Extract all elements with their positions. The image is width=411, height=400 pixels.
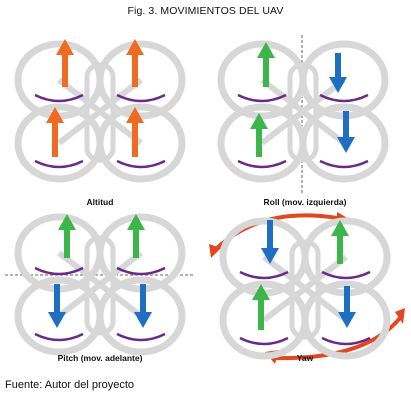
thrust-arrows-down bbox=[261, 220, 356, 328]
panel-caption: Pitch (mov. adelante) bbox=[57, 353, 143, 363]
thrust-arrows-up bbox=[58, 214, 145, 258]
yaw-drone-diagram bbox=[209, 212, 405, 364]
pitch-drone-diagram bbox=[5, 213, 195, 356]
roll-drone-diagram bbox=[217, 35, 389, 193]
pitch-panel: Pitch (mov. adelante) bbox=[5, 208, 195, 380]
thrust-arrows-down bbox=[329, 53, 355, 153]
altitud-panel: Altitud bbox=[5, 25, 195, 207]
thrust-arrows-down bbox=[48, 284, 152, 328]
drone-frame bbox=[14, 40, 186, 183]
altitud-drone-diagram bbox=[14, 39, 186, 183]
panel-caption: Roll (mov. izquierda) bbox=[263, 197, 347, 207]
figure-source: Fuente: Autor del proyecto bbox=[5, 379, 135, 391]
thrust-arrows-up bbox=[250, 42, 275, 157]
panel-caption: Altitud bbox=[86, 197, 114, 207]
roll-panel: Roll (mov. izquierda) bbox=[210, 25, 400, 207]
rotation-arrows bbox=[237, 93, 369, 169]
panel-caption: Yaw bbox=[296, 353, 314, 363]
rotation-arrows bbox=[34, 266, 166, 342]
rotation-arrows bbox=[34, 93, 166, 169]
rotation-arrows bbox=[239, 270, 371, 346]
drone-frame bbox=[219, 217, 391, 360]
drone-frame bbox=[217, 40, 389, 183]
figure-title: Fig. 3. MOVIMIENTOS DEL UAV bbox=[127, 5, 284, 17]
yaw-panel: Yaw bbox=[205, 208, 405, 380]
drone-frame bbox=[14, 213, 186, 356]
thrust-arrows bbox=[46, 39, 144, 157]
thrust-arrows-up bbox=[252, 220, 349, 330]
